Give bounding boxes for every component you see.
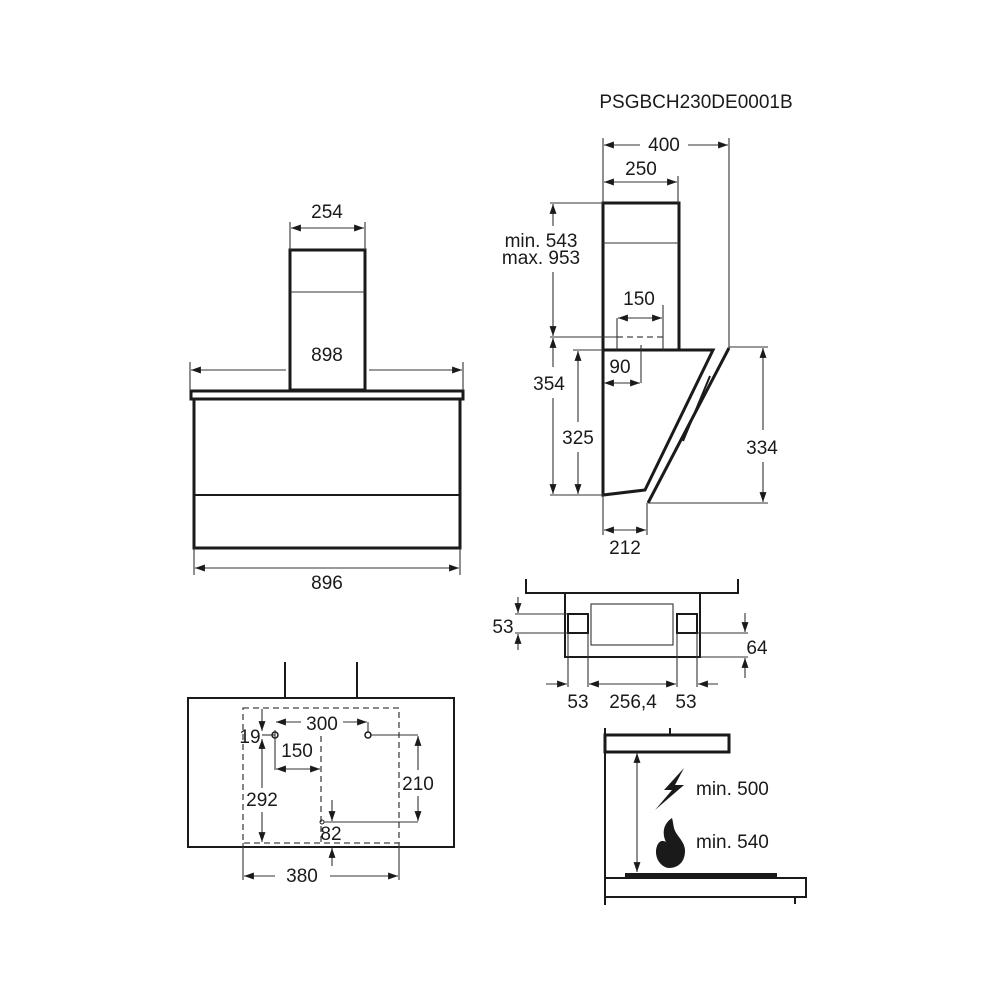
dim-total-depth: 400	[648, 135, 680, 156]
dim-side-gap-vertical: 53	[492, 617, 513, 638]
side-hood	[601, 348, 716, 497]
dim-vertical-distance: 292	[246, 790, 278, 811]
dim-right-gap: 53	[675, 692, 696, 713]
front-view: 254 898 896	[189, 202, 465, 594]
mounting-view: 19 300 150 292 210 82 380	[187, 662, 455, 887]
dim-outlet-offset: 90	[609, 357, 630, 378]
dim-left-gap: 53	[567, 692, 588, 713]
dim-body-height: 325	[562, 428, 594, 449]
dim-filter-height: 64	[746, 638, 768, 659]
dim-total-height: 354	[533, 374, 565, 395]
dim-outlet-diameter: 150	[623, 289, 655, 310]
model-code: PSGBCH230DE0001B	[599, 92, 792, 113]
electric-clearance: min. 500	[696, 779, 769, 800]
dim-chimney-depth: 250	[625, 159, 657, 180]
dim-bracket-width: 380	[286, 866, 318, 887]
dim-chimney-width: 254	[311, 202, 343, 223]
dim-top-offset: 19	[239, 727, 260, 748]
side-view: 400 250 150 90 min. 543 max. 953 354 325…	[502, 135, 778, 559]
gas-clearance: min. 540	[696, 832, 769, 853]
dim-body-width: 896	[311, 573, 343, 594]
hood-body	[192, 397, 462, 550]
hob-surface	[625, 873, 777, 877]
bracket-outline	[242, 707, 400, 844]
chimney	[288, 248, 367, 392]
dim-bottom-depth: 212	[609, 538, 641, 559]
dim-hole-spacing: 300	[306, 714, 338, 735]
dim-filter-width: 256,4	[609, 692, 657, 713]
dim-bottom-offset: 82	[320, 824, 341, 845]
lightning-icon	[655, 768, 684, 810]
flame-icon	[656, 818, 685, 868]
hood-profile	[603, 733, 731, 754]
dim-center-offset: 150	[281, 741, 313, 762]
dim-chimney-min: min. 543	[505, 231, 578, 252]
filter	[590, 603, 674, 646]
dim-chimney-max: max. 953	[502, 248, 580, 269]
side-chimney	[601, 201, 681, 352]
clearance-view: min. 500 min. 540	[603, 728, 807, 905]
dim-lower-hole-distance: 210	[402, 774, 434, 795]
dim-canopy-width: 898	[311, 345, 343, 366]
dim-glass-height: 334	[746, 438, 778, 459]
worktop	[604, 877, 807, 898]
bottom-view: 53 64 53 256,4 53	[492, 579, 768, 713]
